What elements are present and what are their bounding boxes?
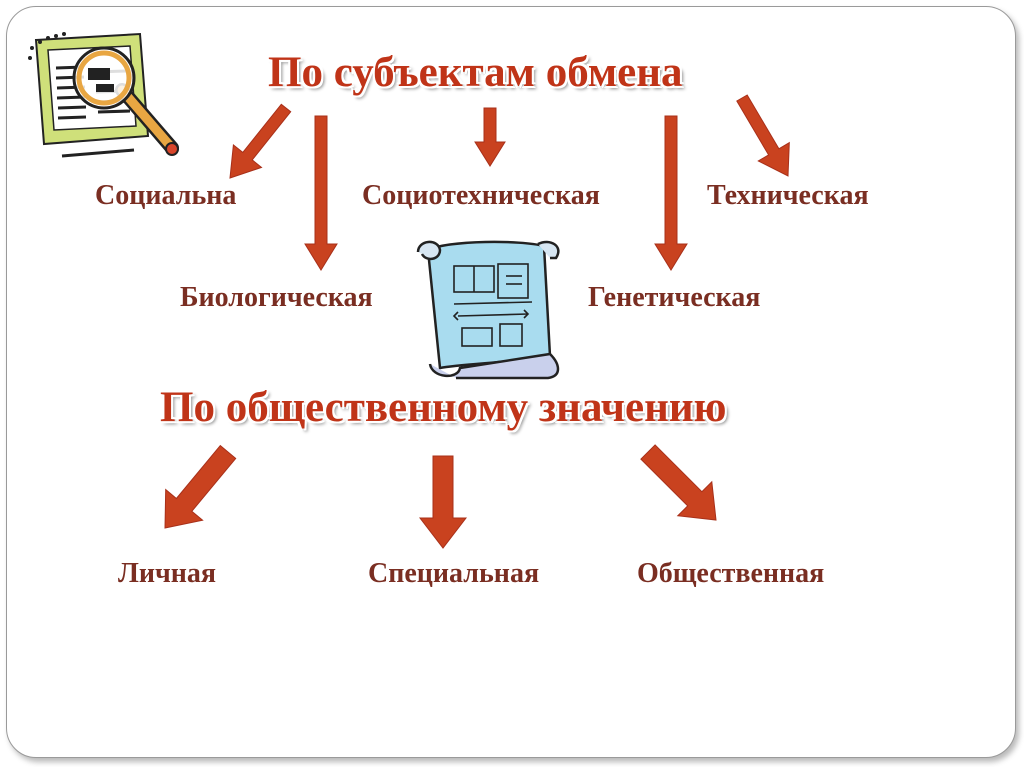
label-social: Социальна xyxy=(95,180,237,211)
label-biological: Биологическая xyxy=(180,282,373,313)
arrow-to-genetic xyxy=(654,115,688,271)
label-public: Общественная xyxy=(637,558,825,589)
arrow-to-social xyxy=(229,103,292,179)
arrow-to-sociotechnical xyxy=(474,107,506,167)
label-sociotechnical: Социотехническая xyxy=(362,180,600,211)
slide-frame xyxy=(6,6,1016,758)
arrow-to-technical xyxy=(736,94,790,177)
heading-by-social-significance: По общественному значению xyxy=(160,384,727,431)
arrow-to-public xyxy=(640,444,717,521)
label-personal: Личная xyxy=(118,558,217,589)
label-technical: Техническая xyxy=(707,180,869,211)
scroll-blueprint-icon xyxy=(416,240,560,380)
arrow-to-personal xyxy=(164,444,237,529)
arrow-to-special xyxy=(418,455,468,549)
label-special: Специальная xyxy=(368,558,540,589)
magnifier-document-icon xyxy=(28,32,179,158)
label-genetic: Генетическая xyxy=(588,282,761,313)
heading-by-subjects: По субъектам обмена xyxy=(268,49,683,96)
arrow-to-biological xyxy=(304,115,338,271)
